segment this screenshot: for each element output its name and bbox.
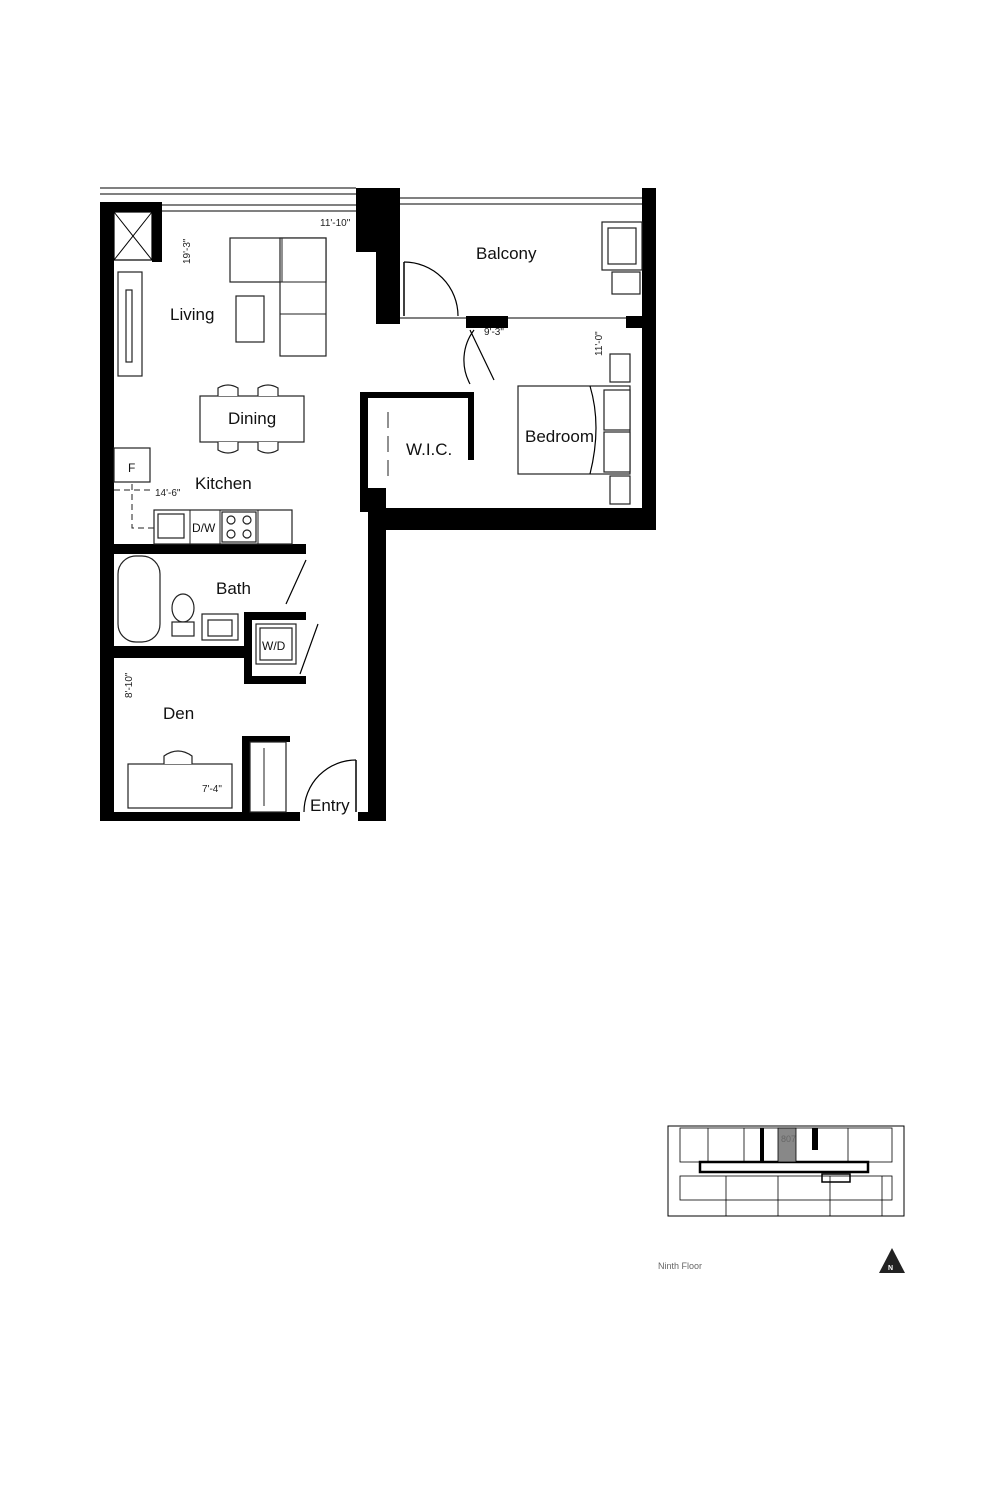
- coffee-table: [235, 295, 265, 343]
- kitchen-counter: [153, 509, 293, 545]
- floor-label: Ninth Floor: [658, 1261, 702, 1271]
- balcony-label: Balcony: [476, 244, 537, 263]
- key-plan-unit-number: 807: [781, 1134, 796, 1144]
- bedroom-width-dim: 9'-3": [484, 327, 504, 338]
- shaft: [113, 211, 153, 261]
- balcony-furniture: [601, 221, 643, 295]
- kitchen-dashed-line: [131, 484, 156, 529]
- tv-unit: [117, 271, 143, 377]
- living-label: Living: [170, 305, 214, 324]
- fridge-label: F: [128, 461, 135, 475]
- bed: [517, 385, 631, 475]
- key-plan: [667, 1125, 905, 1217]
- key-plan-unit-highlight: [777, 1127, 797, 1163]
- vanity: [201, 613, 239, 641]
- washer-dryer-label: W/D: [262, 639, 286, 653]
- north-label: N: [888, 1265, 893, 1272]
- wic-label: W.I.C.: [406, 440, 452, 459]
- washer-dryer: [255, 623, 297, 665]
- entry-label: Entry: [310, 796, 350, 815]
- toilet: [171, 593, 195, 637]
- dining-label: Dining: [228, 409, 276, 428]
- kitchen-width-dim: 14'-6": [155, 488, 181, 499]
- bedroom-nightstand-2: [609, 475, 631, 505]
- bedroom-depth-dim: 11'-0": [594, 331, 605, 356]
- bathtub: [117, 555, 161, 643]
- den-closet: [249, 741, 287, 813]
- window-line: [100, 187, 644, 212]
- balcony-door: [403, 261, 459, 317]
- entry-door: [303, 759, 357, 813]
- bedroom-door: [463, 329, 495, 385]
- kitchen-label: Kitchen: [195, 474, 252, 493]
- bath-label: Bath: [216, 579, 251, 598]
- living-depth-dim: 19'-3": [182, 238, 193, 264]
- den-width-dim: 7'-4": [202, 784, 222, 795]
- north-arrow-icon: [879, 1248, 905, 1273]
- den-label: Den: [163, 704, 194, 723]
- living-width-dim: 11'-10": [320, 218, 351, 229]
- den-depth-dim: 8'-10": [124, 672, 135, 698]
- walls: [100, 188, 656, 821]
- fridge: [113, 447, 151, 483]
- bedroom-nightstand: [609, 353, 631, 383]
- bedroom-label: Bedroom: [525, 427, 594, 446]
- sofa: [229, 237, 327, 357]
- wd-door: [299, 623, 319, 675]
- desk: [127, 750, 233, 809]
- bath-door: [285, 559, 307, 605]
- dining-table: [199, 384, 305, 454]
- dishwasher-label: D/W: [192, 521, 216, 535]
